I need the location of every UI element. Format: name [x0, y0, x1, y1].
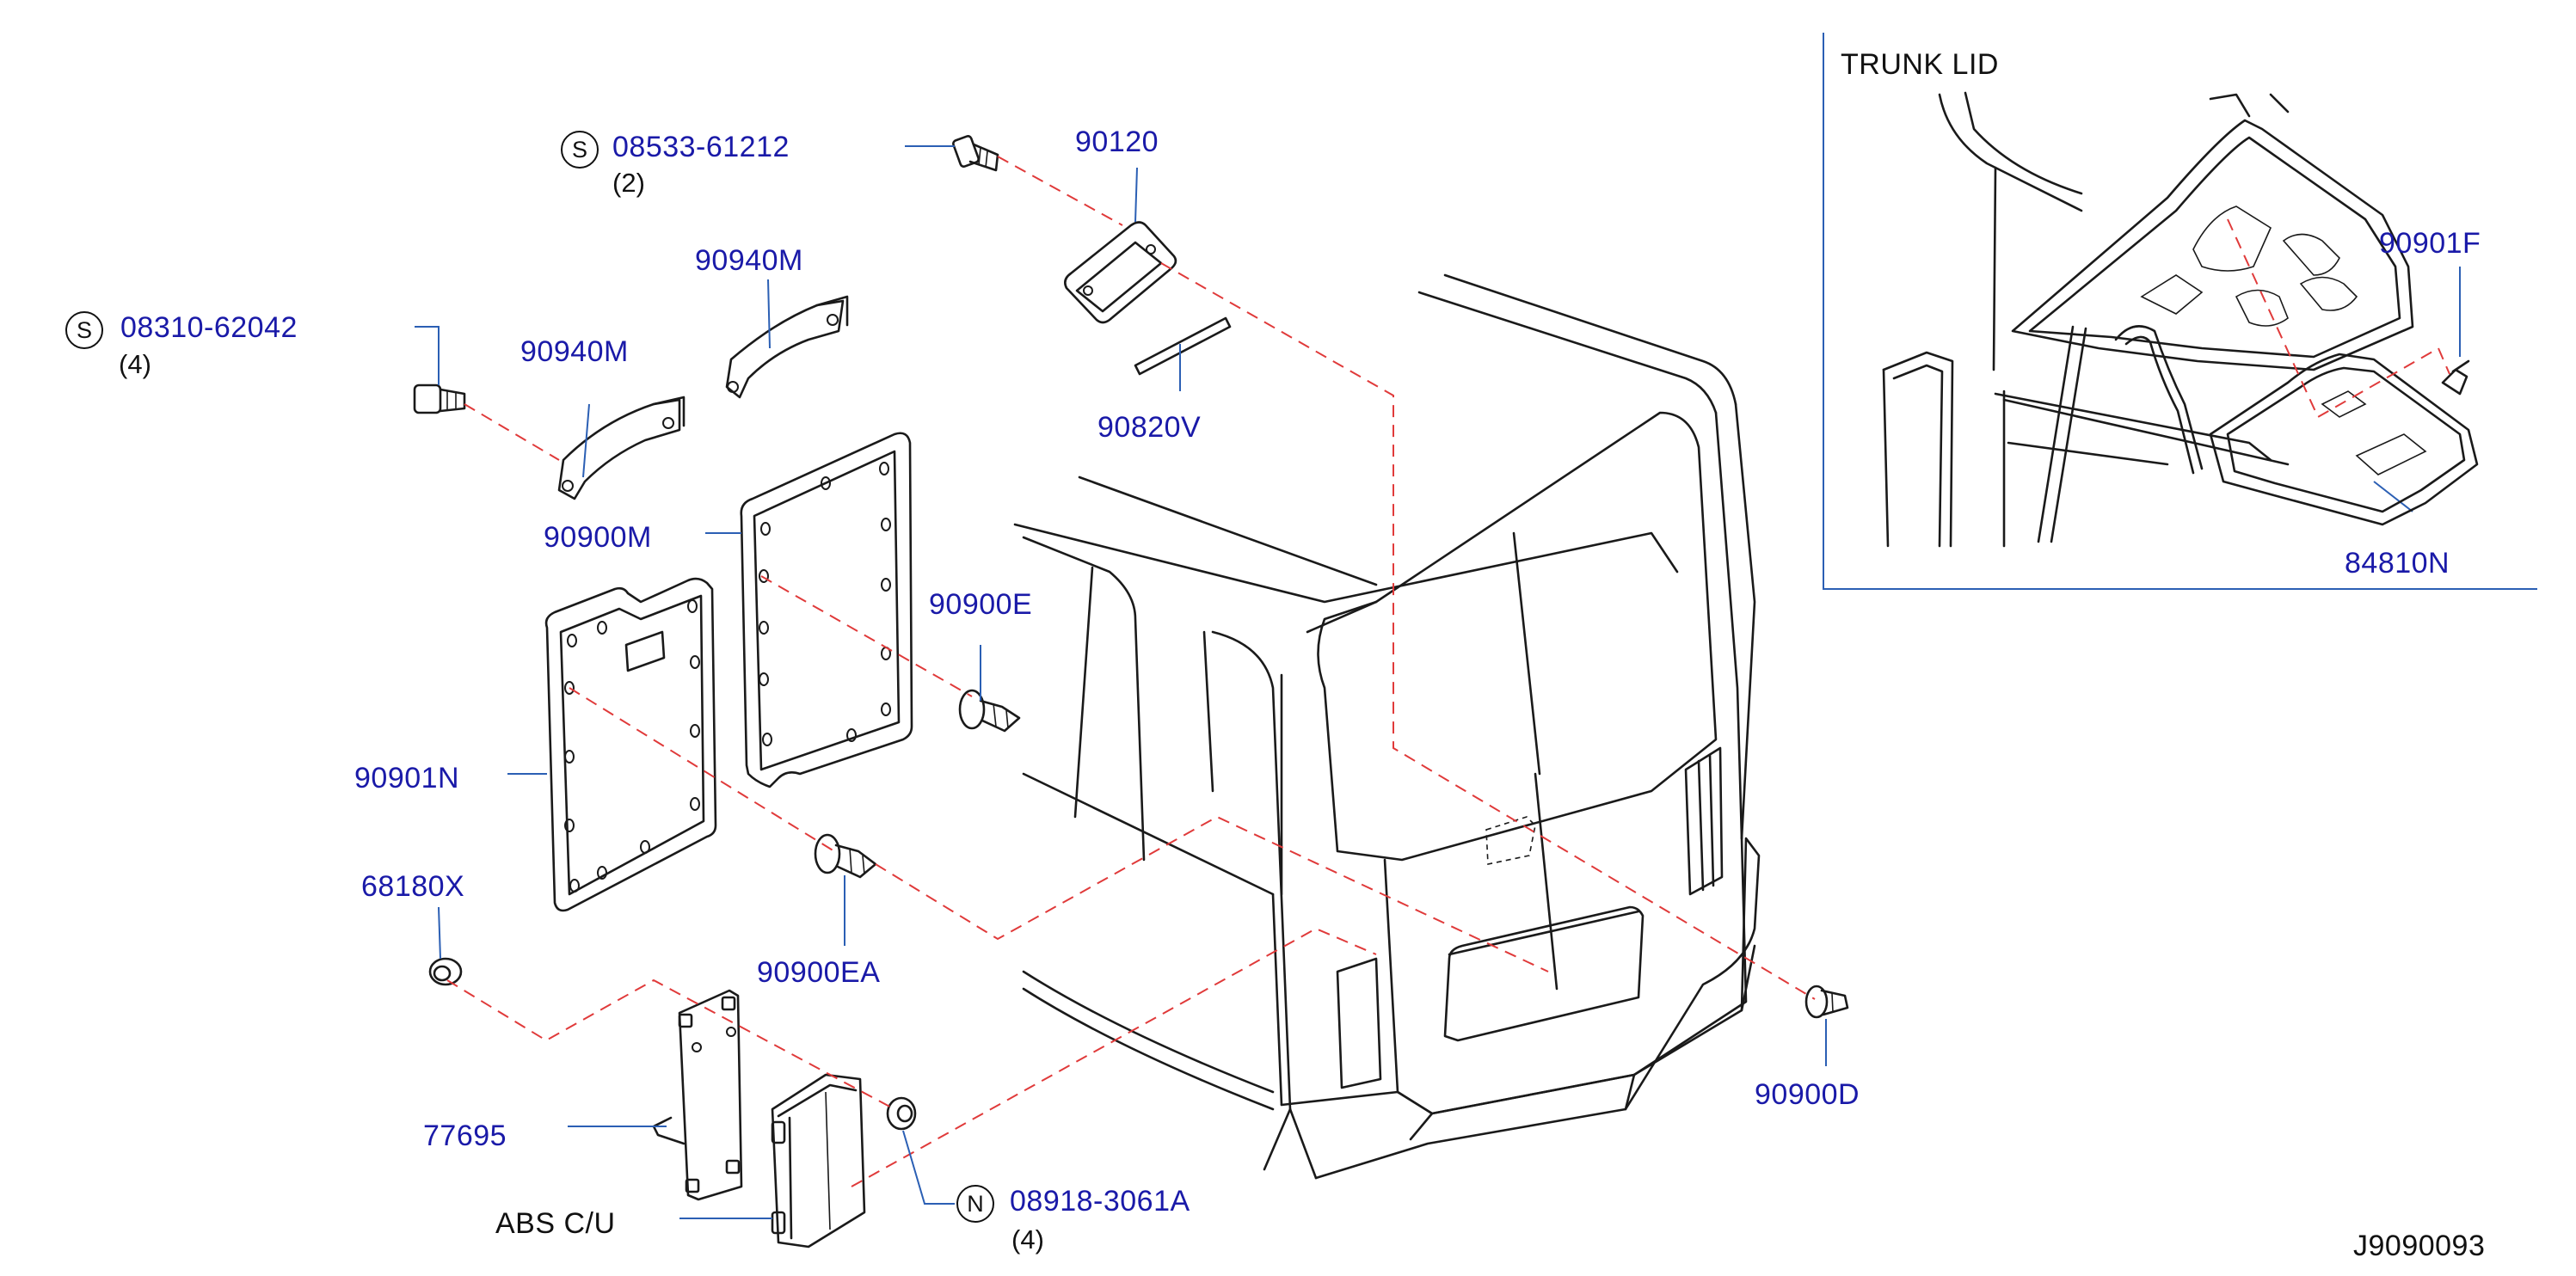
quantity-08918: (4) [1011, 1224, 1044, 1255]
part-number-90900M[interactable]: 90900M [544, 521, 652, 554]
nut-08918 [886, 1096, 917, 1131]
handle-90940M-top [725, 295, 849, 399]
handle-90940M [557, 396, 685, 500]
seal-90820V [1134, 316, 1232, 376]
part-number-84810N[interactable]: 84810N [2345, 547, 2450, 580]
part-number-90901N[interactable]: 90901N [354, 762, 460, 794]
part-number-90900E[interactable]: 90900E [929, 588, 1033, 621]
vehicle-body [1013, 273, 1761, 1180]
part-number-08918-3061A[interactable]: 08918-3061A [1010, 1185, 1190, 1218]
board-90901N [544, 577, 717, 912]
bolt-08533 [952, 135, 999, 172]
bolt-08310 [413, 383, 466, 414]
part-number-90901F[interactable]: 90901F [2379, 227, 2481, 260]
part-number-90120[interactable]: 90120 [1075, 126, 1159, 158]
part-number-90900EA[interactable]: 90900EA [757, 956, 881, 989]
nut-symbol: N [956, 1185, 994, 1223]
diagram-id: J9090093 [2353, 1230, 2486, 1262]
abs-control-unit [771, 1073, 866, 1248]
abs-control-unit-label: ABS C/U [495, 1207, 616, 1240]
standard-part-symbol: S [65, 311, 103, 349]
quantity-08533: (2) [612, 168, 645, 198]
part-number-90940M-top[interactable]: 90940M [695, 244, 803, 277]
part-number-08533-61212[interactable]: 08533-61212 [612, 131, 790, 163]
clip-90900E [958, 689, 1021, 733]
assembly-lines [446, 156, 1816, 1187]
clip-90900D [1804, 985, 1849, 1019]
clip-90900EA [814, 833, 877, 879]
board-90900M [740, 432, 913, 788]
part-number-90900D[interactable]: 90900D [1755, 1078, 1860, 1111]
inset-title: TRUNK LID [1841, 48, 1999, 81]
part-number-90940M[interactable]: 90940M [520, 335, 629, 368]
bracket-77695 [652, 989, 743, 1201]
grommet-68180X [428, 957, 463, 986]
part-number-90820V[interactable]: 90820V [1097, 411, 1202, 444]
quantity-08310: (4) [119, 349, 151, 379]
standard-part-symbol: S [561, 131, 599, 169]
part-number-77695[interactable]: 77695 [423, 1120, 507, 1152]
trunk-lid-inset [1823, 33, 2537, 590]
part-number-08310-62042[interactable]: 08310-62042 [120, 311, 298, 344]
part-number-68180X[interactable]: 68180X [361, 870, 465, 903]
plate-90120 [1064, 221, 1177, 324]
leader-lines [415, 145, 2461, 1219]
